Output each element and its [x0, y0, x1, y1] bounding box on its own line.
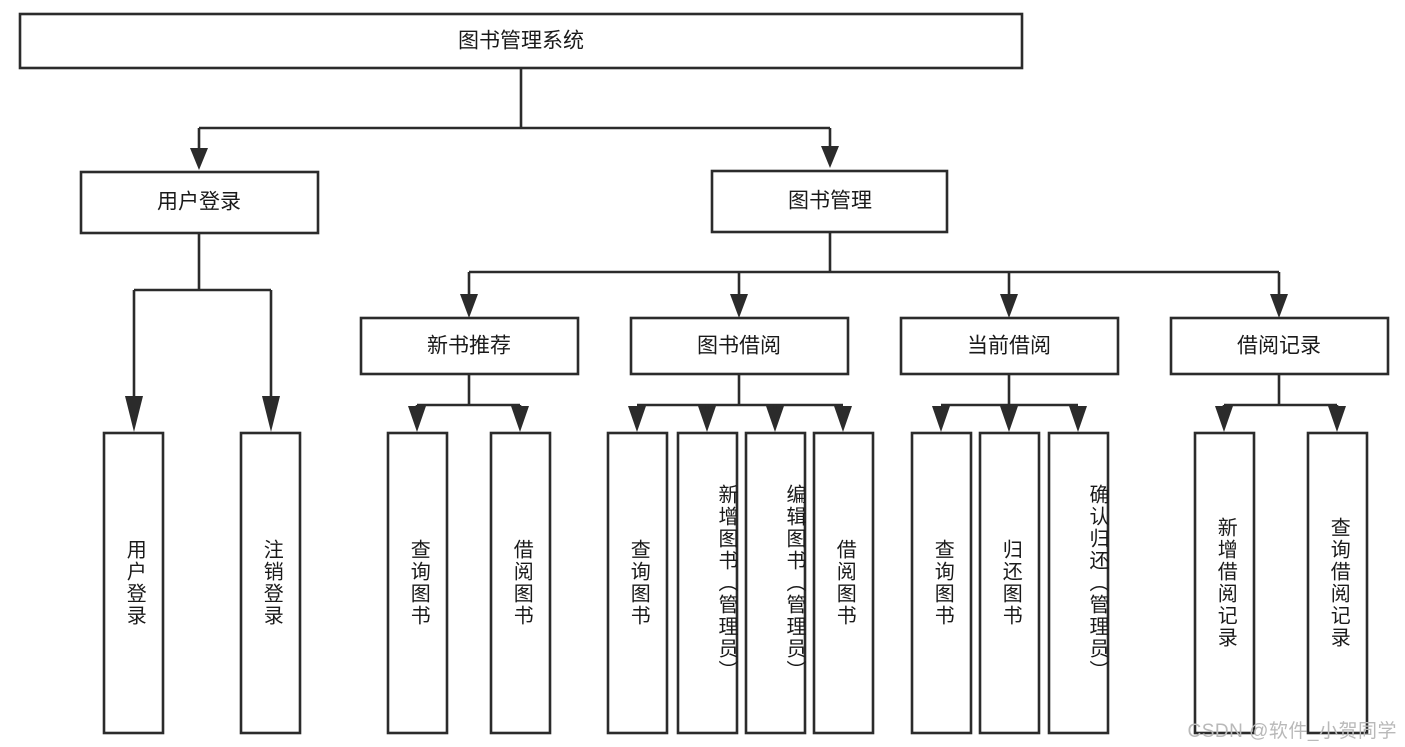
node-book-management-box[interactable]: [710, 169, 949, 234]
node-leaf-query-book-3-box[interactable]: [910, 431, 973, 735]
node-book-management[interactable]: 图书管理: [710, 169, 949, 234]
node-user-login-label: 用户登录: [157, 191, 241, 214]
node-root[interactable]: 图书管理系统: [18, 12, 1024, 70]
node-current-borrow-label: 当前借阅: [967, 335, 1051, 358]
node-book-borrow-box[interactable]: [629, 316, 850, 376]
node-book-borrow-label: 图书借阅: [697, 335, 781, 358]
arrowhead-borrow-record: [1270, 294, 1288, 318]
node-user-login[interactable]: 用户登录: [79, 170, 320, 235]
arrowhead-leaf-return-book: [1000, 406, 1018, 432]
arrowhead-leaf-user-login: [125, 396, 143, 432]
arrowhead-leaf-confirm-return: [1069, 406, 1087, 432]
arrowhead-leaf-borrow-book-1: [511, 406, 529, 432]
node-new-book-recommend-box[interactable]: [359, 316, 580, 376]
arrowhead-book-mgmt: [821, 146, 839, 168]
node-leaf-edit-book-box[interactable]: [744, 431, 807, 735]
arrowhead-current-borrow: [1000, 294, 1018, 318]
arrowhead-book-borrow: [730, 294, 748, 318]
arrowhead-leaf-add-book: [698, 406, 716, 432]
node-current-borrow[interactable]: 当前借阅: [899, 316, 1120, 376]
csdn-watermark: CSDN @软件_小贺同学: [1187, 721, 1397, 742]
arrowhead-leaf-query-record: [1328, 406, 1346, 432]
node-leaf-user-logout-box[interactable]: [239, 431, 302, 735]
node-leaf-query-record-box[interactable]: [1306, 431, 1369, 735]
node-book-management-label: 图书管理: [788, 190, 872, 213]
arrowhead-leaf-query-book-3: [932, 406, 950, 432]
node-leaf-return-book-box[interactable]: [978, 431, 1041, 735]
node-borrow-record[interactable]: 借阅记录: [1169, 316, 1390, 376]
arrowhead-leaf-query-book-1: [408, 406, 426, 432]
arrowhead-leaf-borrow-book-2: [834, 406, 852, 432]
node-leaf-confirm-return-box[interactable]: [1047, 431, 1110, 735]
node-leaf-query-book-1-box[interactable]: [386, 431, 449, 735]
arrowhead-leaf-query-book-2: [628, 406, 646, 432]
node-leaf-user-login-box[interactable]: [102, 431, 165, 735]
node-book-borrow[interactable]: 图书借阅: [629, 316, 850, 376]
node-new-book-recommend[interactable]: 新书推荐: [359, 316, 580, 376]
node-leaf-borrow-book-2-box[interactable]: [812, 431, 875, 735]
arrowhead-new-book: [460, 294, 478, 318]
node-borrow-record-label: 借阅记录: [1237, 335, 1321, 358]
node-root-box[interactable]: [18, 12, 1024, 70]
arrowhead-leaf-edit-book: [766, 406, 784, 432]
node-new-book-recommend-label: 新书推荐: [427, 335, 511, 358]
arrowhead-user-login: [190, 148, 208, 170]
node-current-borrow-box[interactable]: [899, 316, 1120, 376]
arrowhead-leaf-user-logout: [262, 396, 280, 432]
arrowhead-leaf-add-record: [1215, 406, 1233, 432]
node-leaf-query-book-2-box[interactable]: [606, 431, 669, 735]
node-borrow-record-box[interactable]: [1169, 316, 1390, 376]
node-root-label: 图书管理系统: [458, 30, 584, 53]
leaf-box-group: [102, 431, 1369, 735]
connector-group: [125, 68, 1346, 432]
node-leaf-borrow-book-1-box[interactable]: [489, 431, 552, 735]
node-user-login-box[interactable]: [79, 170, 320, 235]
node-leaf-add-record-box[interactable]: [1193, 431, 1256, 735]
node-leaf-add-book-box[interactable]: [676, 431, 739, 735]
